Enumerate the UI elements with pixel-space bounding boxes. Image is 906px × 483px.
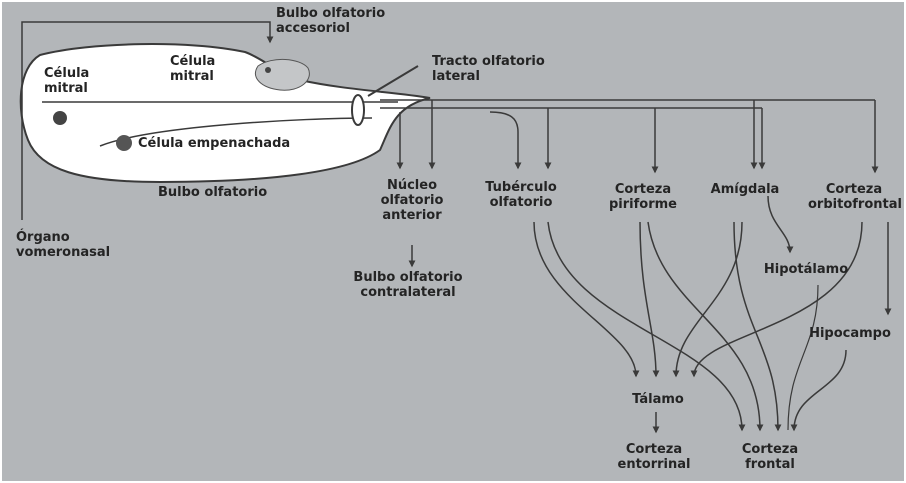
image-frame bbox=[0, 0, 906, 483]
olfactory-pathway-diagram: Bulbo olfatorio accesoriol Célula mitral… bbox=[0, 0, 906, 483]
